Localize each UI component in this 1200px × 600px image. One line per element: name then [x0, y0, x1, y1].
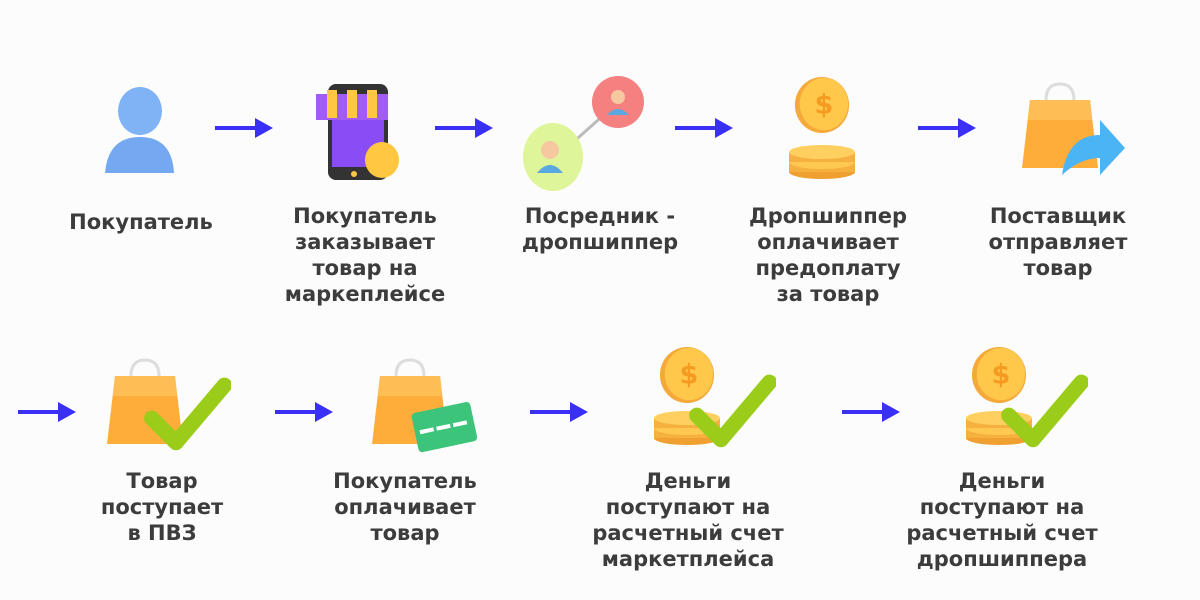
arrow-right-icon: [435, 118, 493, 138]
coins-check-icon: [650, 345, 780, 459]
arrow-right-icon: [842, 402, 900, 422]
bag-check-icon: [105, 355, 235, 469]
coin-stack-icon: [785, 75, 860, 189]
bag-send-icon: [1020, 80, 1130, 189]
arrow-right-icon: [215, 118, 273, 138]
arrow-right-icon: [18, 402, 76, 422]
bag-card-icon: [370, 355, 485, 469]
arrow-right-icon: [675, 118, 733, 138]
person-icon: [100, 85, 180, 184]
step-label: Товар поступает в ПВЗ: [100, 469, 224, 545]
step-label: Посредник - дропшиппер: [521, 204, 679, 254]
step-label: Покупатель оплачивает товар: [333, 469, 477, 545]
shop-phone-icon: [312, 82, 402, 186]
step-label: Деньги поступают на расчетный счет дропш…: [906, 469, 1098, 571]
step-label: Деньги поступают на расчетный счет марке…: [592, 469, 784, 571]
intermediary-icon: [520, 75, 650, 204]
arrow-right-icon: [530, 402, 588, 422]
step-label: Поставщик отправляет товар: [988, 204, 1128, 280]
step-label: Покупатель: [69, 210, 213, 234]
coins-check-icon: [962, 345, 1092, 459]
arrow-right-icon: [275, 402, 333, 422]
arrow-right-icon: [918, 118, 976, 138]
step-label: Дропшиппер оплачивает предоплату за това…: [749, 204, 907, 306]
step-label: Покупатель заказывает товар на маркеплей…: [284, 204, 446, 306]
